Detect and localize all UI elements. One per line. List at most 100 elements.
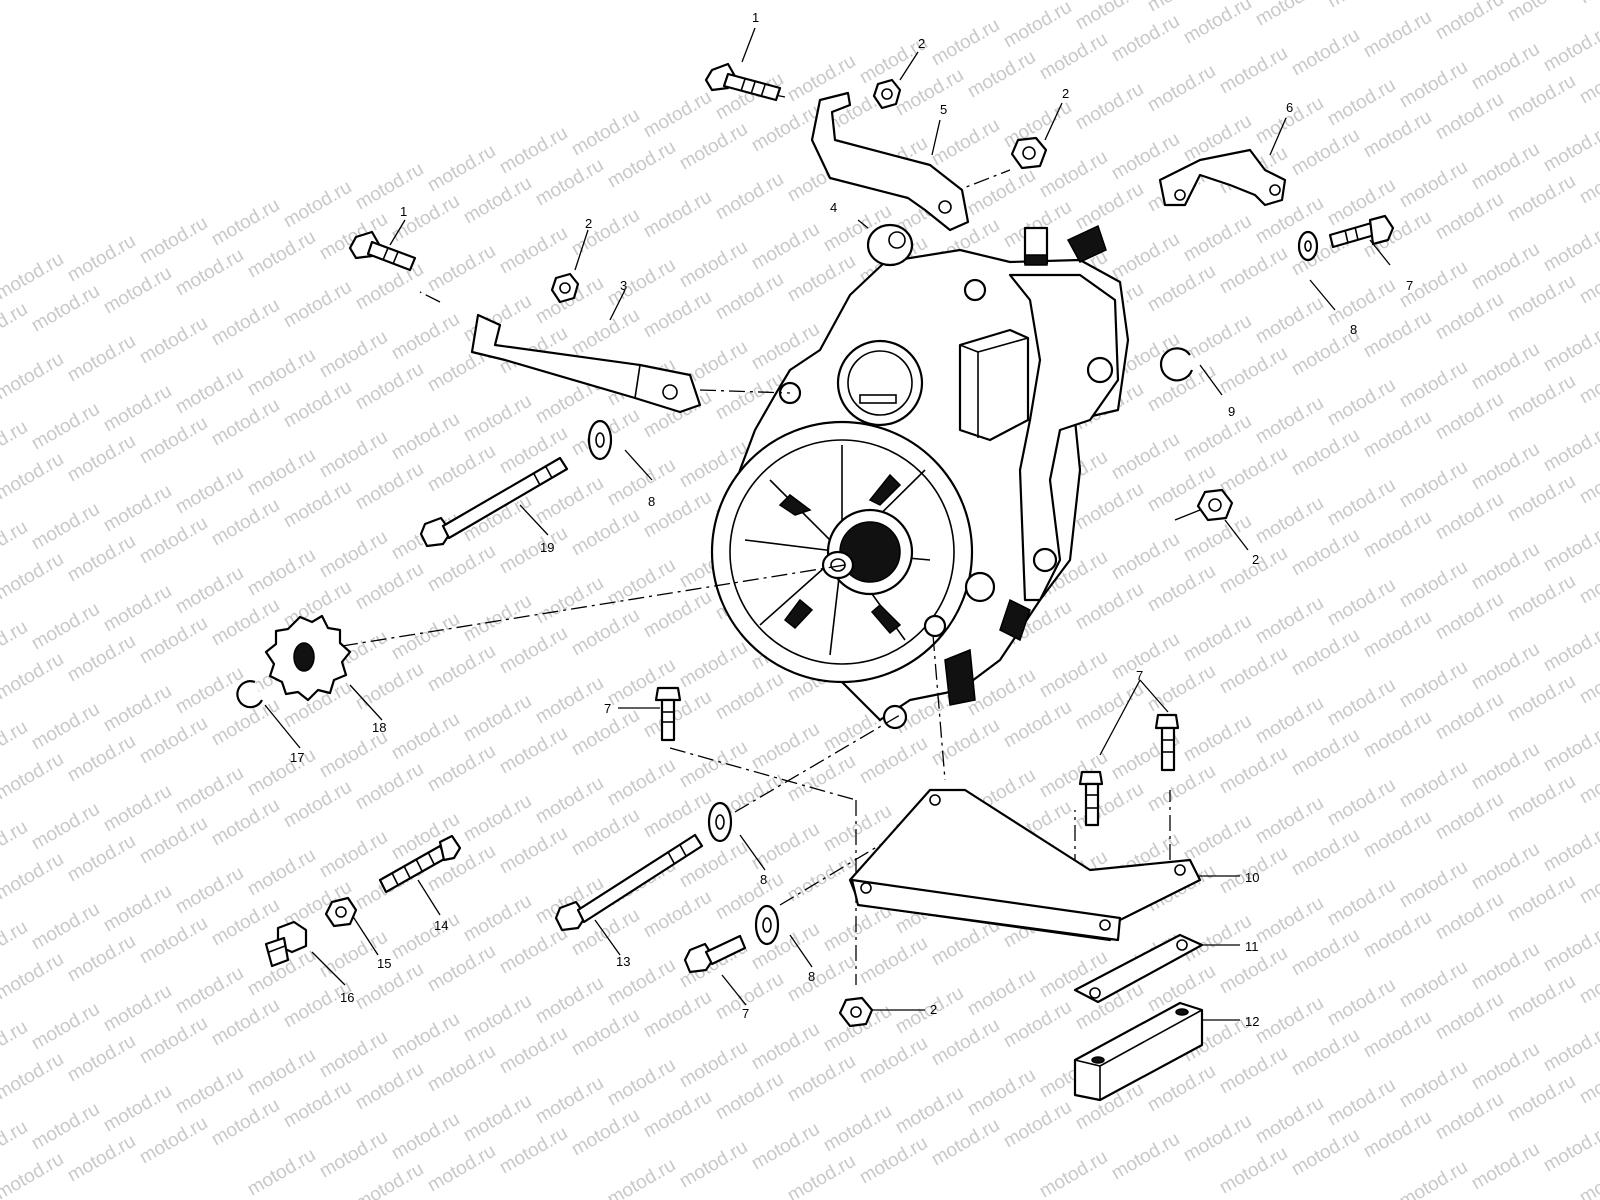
watermark-text: motod.ru [208, 795, 283, 851]
watermark-text: motod.ru [568, 1005, 643, 1061]
watermark-text: motod.ru [1072, 179, 1147, 235]
watermark-text: motod.ru [1432, 689, 1507, 745]
watermark-text: motod.ru [172, 563, 247, 619]
watermark-text: motod.ru [964, 1065, 1039, 1121]
watermark-text: motod.ru [1180, 611, 1255, 667]
watermark-text: motod.ru [1540, 721, 1600, 777]
watermark-text: motod.ru [1504, 971, 1579, 1027]
watermark-text: motod.ru [1216, 343, 1291, 399]
callout-9: 9 [1228, 404, 1235, 419]
watermark-text: motod.ru [928, 715, 1003, 771]
watermark-text: motod.ru [136, 513, 211, 569]
watermark-text: motod.ru [0, 299, 31, 355]
watermark-text: motod.ru [0, 249, 67, 305]
watermark-text: motod.ru [568, 105, 643, 161]
watermark-text: motod.ru [1504, 571, 1579, 627]
watermark-text: motod.ru [1216, 43, 1291, 99]
watermark-text: motod.ru [460, 891, 535, 947]
callout-8-lower-a: 8 [760, 872, 767, 887]
watermark-text: motod.ru [28, 899, 103, 955]
callout-2-bottom: 2 [930, 1002, 937, 1017]
callout-7-plate: 7 [1136, 668, 1143, 683]
watermark-text: motod.ru [1252, 693, 1327, 749]
watermark-text: motod.ru [1576, 753, 1600, 809]
watermark-text: motod.ru [460, 591, 535, 647]
watermark-text: motod.ru [1072, 579, 1147, 635]
watermark-text: motod.ru [856, 1033, 931, 1089]
callout-16: 16 [340, 990, 354, 1005]
watermark-text: motod.ru [0, 949, 67, 1005]
watermark-text: motod.ru [280, 1077, 355, 1133]
watermark-text: motod.ru [1108, 629, 1183, 685]
watermark-text: motod.ru [316, 727, 391, 783]
spacer-block-part-12 [1073, 1001, 1204, 1102]
watermark-text: motod.ru [64, 831, 139, 887]
watermark-text: motod.ru [748, 1119, 823, 1175]
watermark-text: motod.ru [1144, 61, 1219, 117]
watermark-text: motod.ru [1144, 261, 1219, 317]
callout-4: 4 [830, 200, 837, 215]
watermark-text: motod.ru [1432, 189, 1507, 245]
watermark-text: motod.ru [0, 717, 31, 773]
watermark-text: motod.ru [1360, 307, 1435, 363]
watermark-text: motod.ru [1576, 853, 1600, 909]
watermark-text: motod.ru [1504, 471, 1579, 527]
watermark-text: motod.ru [172, 463, 247, 519]
watermark-text: motod.ru [280, 377, 355, 433]
watermark-text: motod.ru [460, 691, 535, 747]
watermark-text: motod.ru [1108, 229, 1183, 285]
watermark-text: motod.ru [100, 781, 175, 837]
watermark-text: motod.ru [1540, 1021, 1600, 1077]
callout-5: 5 [940, 102, 947, 117]
watermark-text: motod.ru [532, 155, 607, 211]
watermark-text: motod.ru [1180, 0, 1255, 48]
watermark-text: motod.ru [1432, 589, 1507, 645]
watermark-text: motod.ru [172, 863, 247, 919]
callout-14: 14 [434, 918, 448, 933]
watermark-text: motod.ru [496, 223, 571, 279]
callout-6: 6 [1286, 100, 1293, 115]
watermark-text: motod.ru [0, 1149, 67, 1200]
watermark-text: motod.ru [424, 241, 499, 297]
watermark-text: motod.ru [1576, 153, 1600, 209]
watermark-text: motod.ru [244, 1145, 319, 1200]
callout-3: 3 [620, 278, 627, 293]
watermark-text: motod.ru [208, 595, 283, 651]
watermark-text: motod.ru [1504, 71, 1579, 127]
watermark-text: motod.ru [352, 1159, 427, 1200]
watermark-text: motod.ru [100, 681, 175, 737]
watermark-text: motod.ru [1252, 893, 1327, 949]
watermark-text: motod.ru [532, 573, 607, 629]
watermark-text: motod.ru [316, 1127, 391, 1183]
watermark-text: motod.ru [712, 269, 787, 325]
watermark-text: motod.ru [1288, 1125, 1363, 1181]
watermark-text: motod.ru [64, 331, 139, 387]
watermark-text: motod.ru [676, 119, 751, 175]
watermark-text: motod.ru [1000, 697, 1075, 753]
watermark-text: motod.ru [1288, 625, 1363, 681]
watermark-text: motod.ru [460, 991, 535, 1047]
watermark-text: motod.ru [712, 1069, 787, 1125]
watermark-text: motod.ru [748, 101, 823, 157]
watermark-text: motod.ru [388, 409, 463, 465]
watermark-text: motod.ru [1432, 489, 1507, 545]
watermark-text: motod.ru [424, 441, 499, 497]
callout-12: 12 [1245, 1014, 1259, 1029]
watermark-text: motod.ru [1180, 411, 1255, 467]
watermark-text: motod.ru [1360, 607, 1435, 663]
watermark-text: motod.ru [1468, 139, 1543, 195]
watermark-text: motod.ru [1216, 243, 1291, 299]
watermark-text: motod.ru [532, 773, 607, 829]
watermark-text: motod.ru [352, 1059, 427, 1115]
watermark-text: motod.ru [1396, 957, 1471, 1013]
watermark-text: motod.ru [100, 881, 175, 937]
watermark-text: motod.ru [676, 637, 751, 693]
watermark-text: motod.ru [244, 545, 319, 601]
watermark-text: motod.ru [280, 277, 355, 333]
watermark-text: motod.ru [388, 1109, 463, 1165]
watermark-text: motod.ru [604, 137, 679, 193]
watermark-text: motod.ru [1180, 311, 1255, 367]
watermark-text: motod.ru [28, 699, 103, 755]
watermark-text: motod.ru [352, 759, 427, 815]
watermark-text: motod.ru [1072, 0, 1147, 34]
